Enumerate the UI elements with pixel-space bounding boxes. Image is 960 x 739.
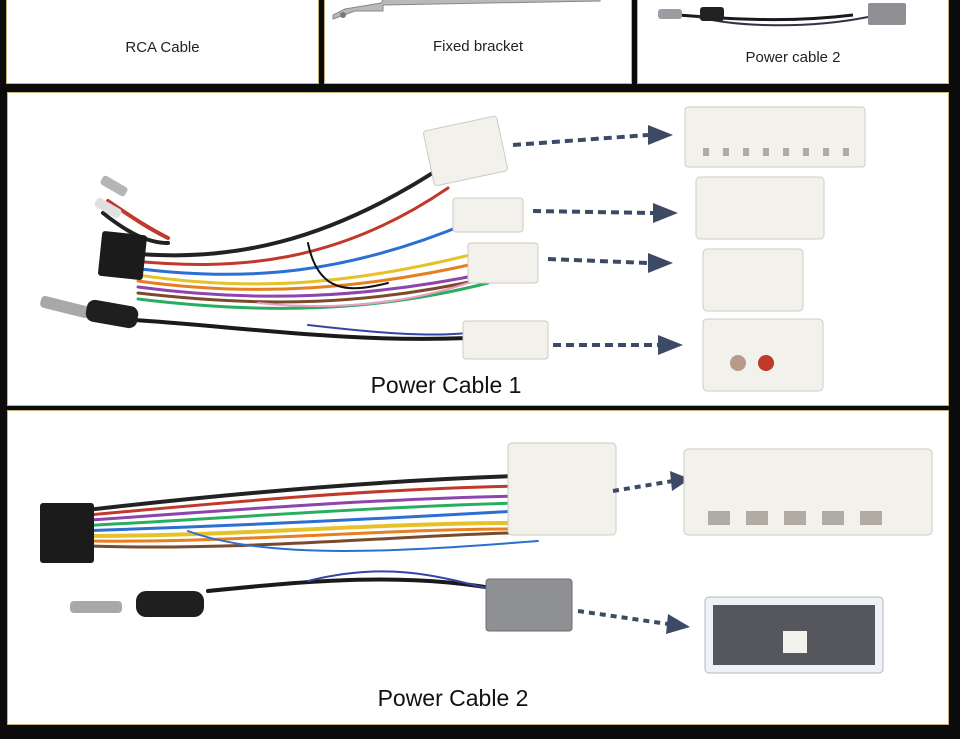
fixed-bracket-panel: Fixed bracket (324, 0, 632, 84)
power-cable-2-illustration (40, 442, 933, 674)
power-cable-1-illustration (40, 106, 866, 392)
power-cable-2-panel: Power Cable 2 (7, 410, 949, 725)
bracket-image (332, 0, 601, 20)
power-cable-2-thumbnail (658, 3, 906, 27)
power-cable-1-panel: Power Cable 1 (7, 92, 949, 406)
power-cable-2-caption: Power Cable 2 (377, 685, 529, 711)
power-cable-1-caption: Power Cable 1 (370, 372, 522, 398)
power-cable-2-small-panel: Power cable 2 (637, 0, 949, 84)
power-cable-2-small-caption: Power cable 2 (745, 49, 841, 66)
rca-cable-panel: RCA Cable (6, 0, 319, 84)
rca-cable-caption: RCA Cable (125, 39, 200, 56)
fixed-bracket-caption: Fixed bracket (432, 38, 524, 55)
